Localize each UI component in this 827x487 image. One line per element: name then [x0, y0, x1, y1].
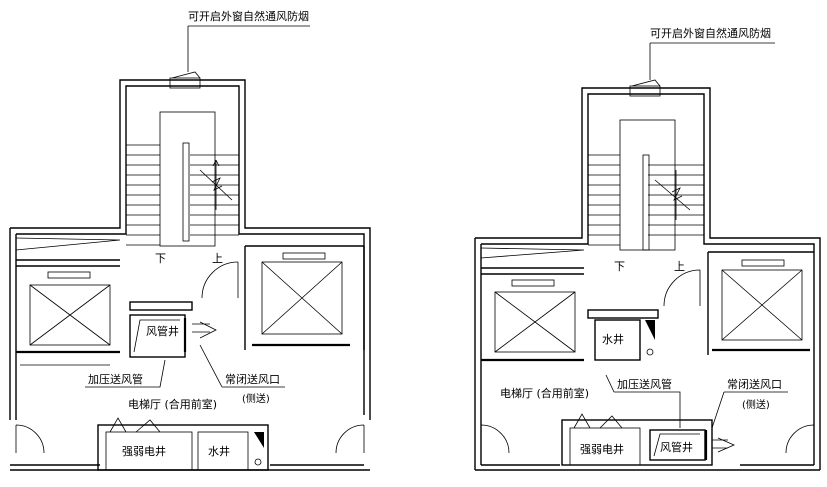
right-stair-up-label: 上	[674, 260, 685, 273]
left-top-window	[169, 77, 201, 89]
left-duct-shaft-label: 风管井	[146, 324, 179, 338]
left-elec-shaft-label: 强弱电井	[122, 444, 166, 458]
right-lobby-door-east	[785, 424, 815, 454]
right-duct-shaft-label: 风管井	[660, 440, 693, 454]
right-lobby-label: 电梯厅 (合用前室)	[500, 386, 589, 400]
right-pressurized-duct-label: 加压送风管	[617, 377, 672, 391]
right-lobby-door-west	[480, 424, 510, 454]
left-lobby-door-east	[335, 424, 365, 454]
right-window-note: 可开启外窗自然通风防烟	[650, 26, 771, 40]
right-outer-wall	[475, 87, 821, 470]
left-window-note: 可开启外窗自然通风防烟	[188, 9, 309, 23]
right-elevator-1	[481, 279, 584, 362]
left-lobby-label: 电梯厅 (合用前室)	[128, 397, 217, 411]
left-bottom-shafts: 强弱电井 水井	[97, 417, 269, 471]
right-stair-door	[663, 269, 701, 307]
left-lobby-door-west	[15, 424, 45, 454]
left-side-supply-label: (侧送)	[242, 392, 270, 405]
right-floor-plan: 下 上 水井 电梯厅 (合用前室) 加压送风管 常	[474, 26, 821, 471]
right-bottom-shafts: 强弱电井 风管井	[561, 413, 735, 466]
right-closed-vent-label: 常闭送风口	[727, 377, 782, 391]
left-stair-door	[201, 261, 239, 299]
left-stair-up-label: 上	[212, 252, 223, 265]
left-elevator-2	[244, 245, 365, 350]
left-stair-down-label: 下	[155, 252, 166, 265]
left-duct-shaft: 风管井	[129, 301, 217, 358]
right-elec-shaft-label: 强弱电井	[580, 442, 624, 456]
right-water-shaft-label: 水井	[602, 332, 624, 346]
right-stair-down-label: 下	[614, 260, 625, 273]
right-elevator-2	[707, 251, 814, 355]
left-elevator-1	[16, 271, 120, 354]
right-stair: 下 上	[588, 119, 704, 273]
left-floor-plan: 下 上 风管井	[9, 9, 371, 471]
left-water-shaft-label: 水井	[208, 444, 230, 458]
left-closed-vent-label: 常闭送风口	[225, 372, 280, 386]
left-stair: 下 上	[126, 111, 239, 265]
right-water-shaft: 水井	[587, 309, 659, 361]
left-outer-wall	[10, 79, 371, 420]
left-pressurized-duct-label: 加压送风管	[88, 372, 143, 386]
right-side-supply-label: (侧送)	[742, 398, 770, 411]
right-top-window	[629, 85, 661, 97]
